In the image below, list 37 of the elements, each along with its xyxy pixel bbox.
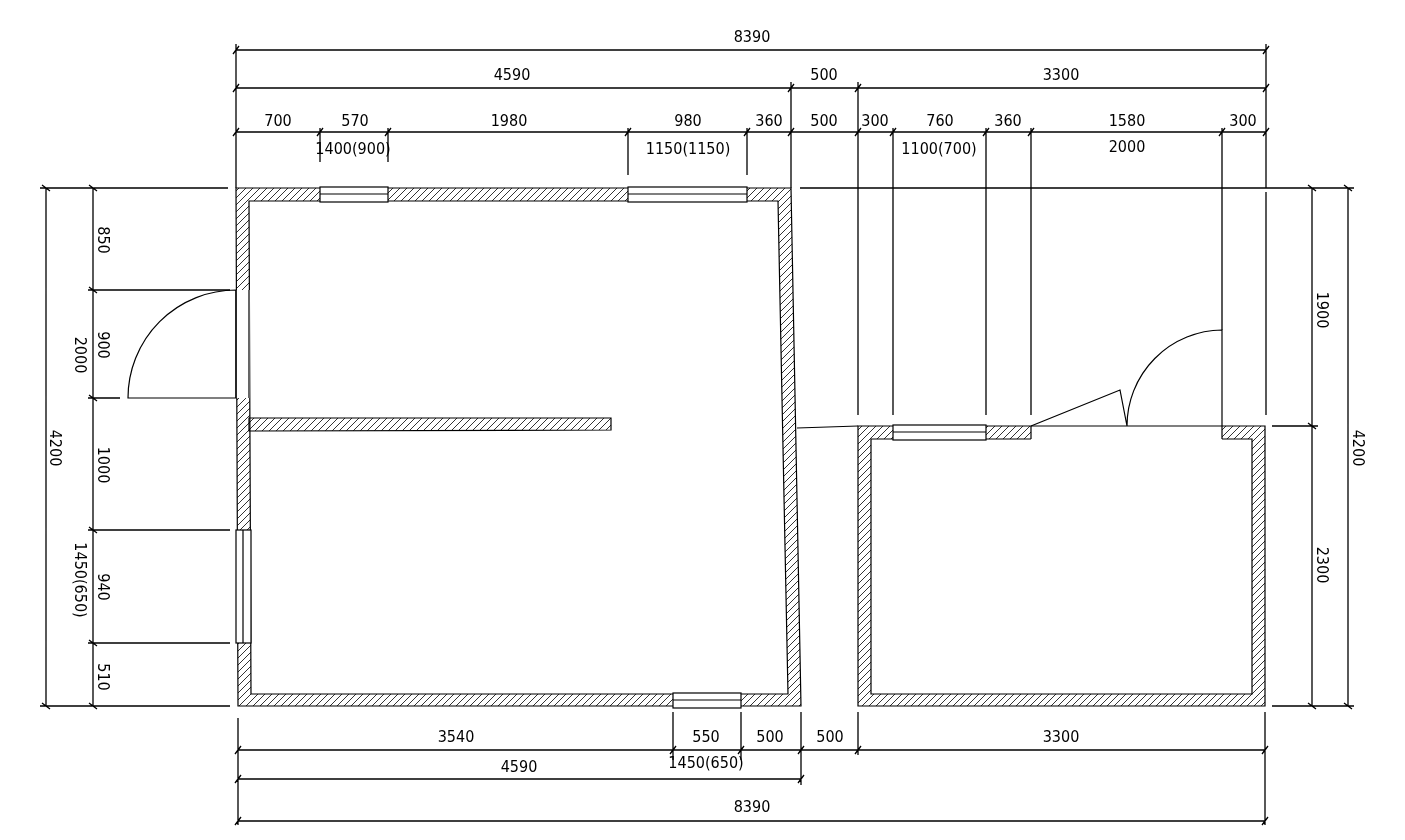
dimension-label: 300 <box>861 112 889 130</box>
dimension-label: 500 <box>756 728 784 746</box>
dimension-label: 900 <box>94 331 112 359</box>
dimension-label: 1150(1150) <box>645 140 731 158</box>
dimension-label: 980 <box>674 112 702 130</box>
dimension-label: 300 <box>1229 112 1257 130</box>
dimension-label: 3300 <box>1042 728 1080 746</box>
dimension-label: 360 <box>755 112 783 130</box>
dimension-label: 1900 <box>1313 291 1331 329</box>
dimension-label: 1450(650) <box>71 542 89 618</box>
dimension-label: 360 <box>994 112 1022 130</box>
dimension-label: 1000 <box>94 446 112 484</box>
dimension-label: 570 <box>341 112 369 130</box>
dimension-label: 1450(650) <box>668 754 744 772</box>
dimension-label: 4590 <box>493 66 531 84</box>
dimension-label: 500 <box>816 728 844 746</box>
dimension-label: 4200 <box>46 429 64 467</box>
dimension-label: 2000 <box>71 336 89 374</box>
dimension-label: 1980 <box>490 112 528 130</box>
dimension-label: 760 <box>926 112 954 130</box>
dimension-label: 4590 <box>500 758 538 776</box>
dimension-label: 500 <box>810 66 838 84</box>
dimension-label: 4200 <box>1349 429 1367 467</box>
dimension-label: 2300 <box>1313 546 1331 584</box>
dimension-label: 550 <box>692 728 720 746</box>
dimension-label: 3300 <box>1042 66 1080 84</box>
dimension-label: 700 <box>264 112 292 130</box>
dimension-label: 2000 <box>1108 138 1146 156</box>
dimension-label: 510 <box>94 663 112 691</box>
dimension-label: 940 <box>94 573 112 601</box>
dimension-label: 8390 <box>733 28 771 46</box>
dimension-label: 8390 <box>733 798 771 816</box>
dimension-label: 850 <box>94 226 112 254</box>
dimension-label: 1100(700) <box>901 140 977 158</box>
dimension-label: 500 <box>810 112 838 130</box>
dimension-label: 1580 <box>1108 112 1146 130</box>
dimension-label: 3540 <box>437 728 475 746</box>
